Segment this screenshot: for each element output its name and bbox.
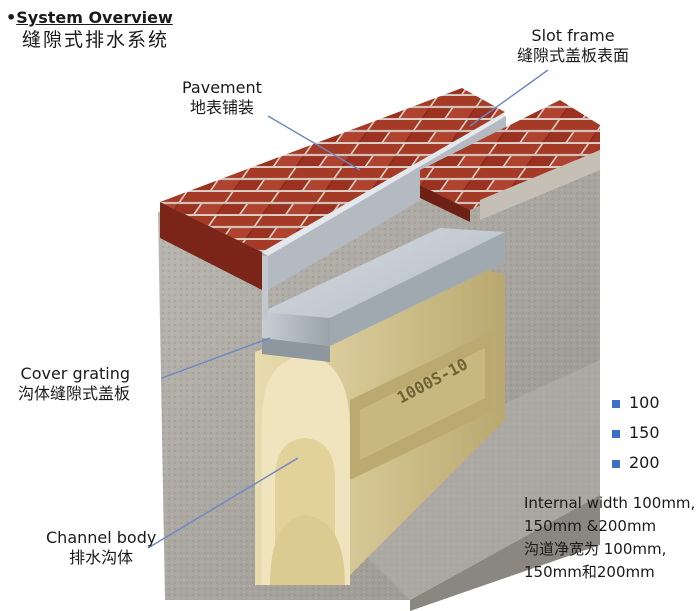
leader-channel-body xyxy=(147,457,299,549)
width-note: Internal width 100mm, 150mm &200mm 沟道净宽为… xyxy=(524,492,699,584)
leader-cover-grating xyxy=(161,337,271,379)
label-cover-grating: Cover grating 沟体缝隙式盖板 xyxy=(18,364,130,404)
label-channel-body-en: Channel body xyxy=(46,528,157,547)
label-pavement-en: Pavement xyxy=(182,78,262,97)
title-chinese: 缝隙式排水系统 xyxy=(22,29,170,51)
label-cover-grating-cn: 沟体缝隙式盖板 xyxy=(18,384,131,403)
legend-item-150: 150 xyxy=(612,423,660,442)
leader-slot-frame xyxy=(469,69,549,127)
label-channel-body: Channel body 排水沟体 xyxy=(46,528,156,568)
width-note-line: Internal width 100mm, xyxy=(524,494,696,512)
label-slot-frame-cn: 缝隙式盖板表面 xyxy=(517,46,630,65)
legend-marker-icon xyxy=(612,429,620,438)
title-bullet: • xyxy=(6,8,17,27)
label-channel-body-cn: 排水沟体 xyxy=(69,548,134,567)
legend-marker-icon xyxy=(612,459,620,468)
legend-label: 200 xyxy=(629,453,660,472)
label-slot-frame-en: Slot frame xyxy=(531,26,615,45)
legend-marker-icon xyxy=(612,399,620,408)
leader-pavement xyxy=(267,115,361,171)
legend-item-200: 200 xyxy=(612,453,660,472)
label-cover-grating-en: Cover grating xyxy=(20,364,131,383)
label-pavement: Pavement 地表铺装 xyxy=(182,78,262,118)
title-text: System Overview xyxy=(16,8,173,27)
legend-label: 150 xyxy=(629,423,660,442)
cover-grating xyxy=(262,228,505,362)
legend-item-100: 100 xyxy=(612,393,660,412)
label-slot-frame: Slot frame 缝隙式盖板表面 xyxy=(517,26,629,66)
width-note-line: 150mm &200mm xyxy=(524,517,657,535)
label-pavement-cn: 地表铺装 xyxy=(189,98,254,117)
width-note-line: 沟道净宽为 100mm, xyxy=(524,540,667,558)
leader-lines xyxy=(147,69,549,549)
pavement-bricks xyxy=(160,88,600,290)
width-note-line: 150mm和200mm xyxy=(524,563,655,581)
legend-label: 100 xyxy=(629,393,660,412)
title: •System Overview xyxy=(6,8,173,28)
